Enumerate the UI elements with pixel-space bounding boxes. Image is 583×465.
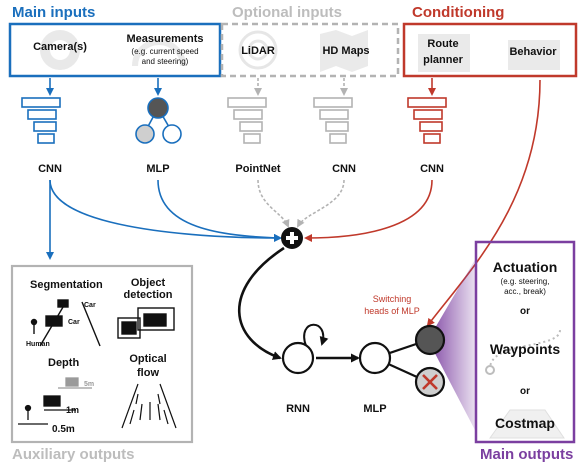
- rnn-node: [281, 341, 315, 375]
- camera-icon: [40, 30, 80, 70]
- hd-maps-label: HD Maps: [322, 45, 369, 57]
- behavior-label: Behavior: [509, 46, 557, 58]
- header-main-inputs: Main inputs: [12, 4, 95, 21]
- measurements-note-2: and steering): [142, 57, 189, 66]
- fusion-plus-icon: [281, 227, 303, 249]
- optional-inputs-box: [220, 22, 400, 78]
- header-conditioning: Conditioning: [412, 4, 504, 21]
- or-label-2: or: [520, 386, 530, 397]
- cnn-conditioning-label: CNN: [420, 163, 444, 175]
- active-head-node: [414, 324, 446, 356]
- gauge-icon: [132, 39, 186, 67]
- actuation-note-2: acc., break): [504, 287, 546, 296]
- optical-flow-label-1: Optical: [129, 353, 166, 365]
- cnn-maps-label: CNN: [332, 163, 356, 175]
- cnn-camera-label: CNN: [38, 163, 62, 175]
- conditioning-box: [402, 22, 578, 78]
- cameras-label: Camera(s): [33, 41, 87, 53]
- object-detection-illustration: [117, 307, 175, 339]
- cnn-conditioning-icon: [407, 97, 447, 144]
- route-planner-label-1: Route: [427, 38, 458, 50]
- depth-05m: 0.5m: [52, 424, 75, 435]
- optical-flow-label-2: flow: [137, 367, 159, 379]
- map-icon: [320, 30, 368, 72]
- seg-human-label: Human: [26, 341, 50, 348]
- mlp-measurements-label: MLP: [146, 163, 169, 175]
- switching-heads-label-1: Switching: [373, 294, 412, 304]
- auxiliary-outputs-box: [10, 264, 194, 444]
- mlp-icon: [135, 97, 182, 144]
- final-mlp-label: MLP: [363, 403, 386, 415]
- rnn-label: RNN: [286, 403, 310, 415]
- header-auxiliary-outputs: Auxiliary outputs: [12, 446, 135, 463]
- depth-1m: 1m: [66, 405, 79, 415]
- or-label-1: or: [520, 306, 530, 317]
- lidar-label: LiDAR: [241, 45, 275, 57]
- core-arrows: [237, 246, 360, 363]
- depth-illustration: [18, 377, 92, 425]
- pointnet-label: PointNet: [235, 163, 281, 175]
- behavior-icon: [508, 40, 560, 70]
- header-main-outputs: Main outputs: [480, 446, 573, 463]
- seg-car-label-1: Car: [84, 302, 96, 309]
- main-outputs-box: [474, 240, 576, 444]
- seg-car-label-2: Car: [68, 319, 80, 326]
- header-optional-inputs: Optional inputs: [232, 4, 342, 21]
- object-detection-label-1: Object: [131, 277, 166, 289]
- depth-5m: 5m: [84, 381, 94, 388]
- switching-heads-label-2: heads of MLP: [364, 306, 420, 316]
- segmentation-label: Segmentation: [30, 279, 103, 291]
- actuation-note-1: (e.g. steering,: [501, 277, 550, 286]
- waypoints-label: Waypoints: [490, 341, 560, 357]
- segmentation-illustration: [30, 299, 101, 347]
- measurements-label: Measurements: [126, 33, 203, 45]
- costmap-label: Costmap: [495, 415, 555, 431]
- disabled-head-icon: [414, 366, 446, 398]
- costmap-grid-icon: [489, 409, 565, 439]
- input-arrows: [46, 78, 436, 96]
- route-planner-label-2: planner: [423, 54, 463, 66]
- final-mlp: [358, 338, 429, 384]
- measurements-note-1: (e.g. current speed: [131, 47, 198, 56]
- depth-label: Depth: [48, 357, 79, 369]
- lidar-icon: [238, 30, 278, 70]
- output-fan: [428, 258, 476, 432]
- pointnet-icon: [227, 97, 267, 144]
- main-inputs-box: [8, 22, 222, 78]
- actuation-label: Actuation: [493, 259, 558, 275]
- cnn-maps-icon: [313, 97, 353, 144]
- route-map-icon: [418, 34, 470, 72]
- cnn-camera-icon: [21, 97, 61, 144]
- waypoints-path-icon: [485, 329, 561, 375]
- fusion-arrows: [46, 79, 541, 327]
- object-detection-label-2: detection: [124, 289, 173, 301]
- optical-flow-illustration: [121, 383, 177, 429]
